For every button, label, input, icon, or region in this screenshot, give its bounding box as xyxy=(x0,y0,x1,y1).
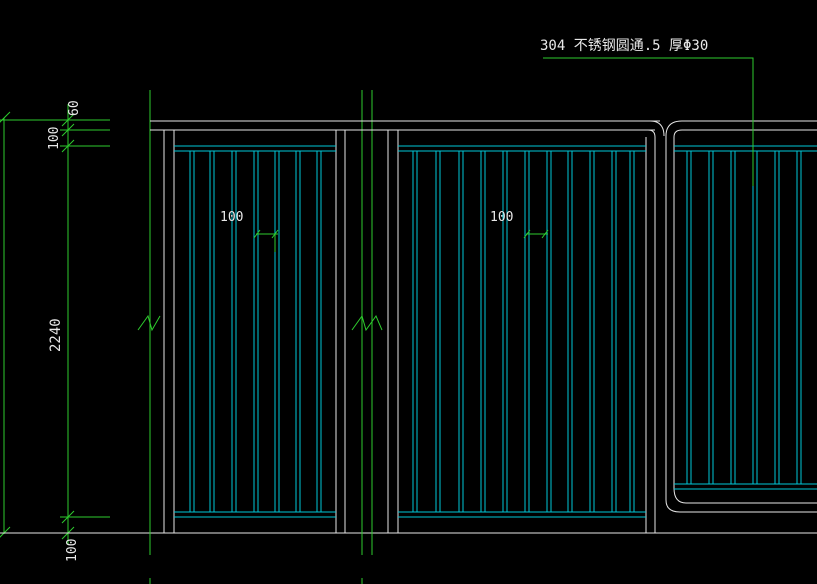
dim-tick-1 xyxy=(61,113,75,127)
panel2-balusters xyxy=(412,151,635,512)
break-lines xyxy=(137,90,383,584)
material-note-label: 304 不锈钢圆通.5 厚Φ30 xyxy=(540,38,708,54)
top-rail-bend-right-inner xyxy=(673,129,683,138)
dim-tick-outer-top xyxy=(0,111,11,123)
leader-line xyxy=(543,57,754,186)
railing-panel-2: 100 xyxy=(387,130,656,533)
top-rail-bend-left-inner xyxy=(647,129,656,138)
panel1-balusters xyxy=(189,151,322,512)
spacing-tick-a xyxy=(253,229,261,239)
panel1-spacing-dimension: 100 xyxy=(220,210,279,252)
dim-label-2240: 2240 xyxy=(48,318,64,352)
panel3-bottom-bend-inner xyxy=(673,487,817,504)
railing-panel-3 xyxy=(665,136,817,513)
panel3-bottom-bend-outer xyxy=(665,499,817,513)
spacing-label-2: 100 xyxy=(490,210,513,225)
break-zigzag-mid xyxy=(351,314,383,332)
spacing-tick-a xyxy=(523,229,531,239)
dim-tick-3 xyxy=(61,139,75,153)
railing-panel-1: 100 xyxy=(163,130,346,533)
dim-label-60: 60 xyxy=(67,100,82,116)
spacing-label-1: 100 xyxy=(220,210,243,225)
dim-label-100-bottom: 100 xyxy=(65,539,80,562)
panel2-spacing-dimension: 100 xyxy=(490,210,549,239)
panel3-balusters xyxy=(686,151,802,484)
material-leader: 304 不锈钢圆通.5 厚Φ30 xyxy=(540,38,754,186)
dim-tick-2 xyxy=(61,123,75,137)
left-dimension-chain: 60 100 2240 100 xyxy=(0,100,110,562)
dim-label-100-top: 100 xyxy=(47,127,62,150)
dim-tick-4 xyxy=(61,510,75,524)
top-rail-bend-right xyxy=(665,120,683,137)
top-rail xyxy=(150,120,817,138)
top-rail-bend-left xyxy=(649,120,665,137)
spacing-tick-b xyxy=(541,229,549,239)
break-zigzag-left xyxy=(137,314,161,332)
